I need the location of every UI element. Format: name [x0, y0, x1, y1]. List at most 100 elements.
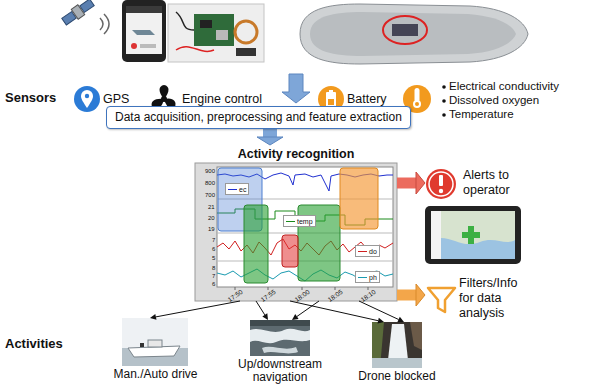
node-text: Man./Auto drive	[107, 368, 204, 381]
phone-picture	[131, 43, 137, 49]
tablet-picture	[462, 226, 480, 244]
flow-arrow	[257, 129, 283, 145]
boat-photo	[128, 346, 180, 357]
funnel-icon	[428, 288, 455, 312]
activity-link	[290, 301, 384, 324]
satellite-icon	[104, 14, 109, 34]
flow-arrow	[257, 137, 283, 145]
propeller-icon	[160, 85, 169, 99]
flow-arrow	[263, 129, 277, 137]
bullet	[442, 85, 446, 89]
axis-tick: 7	[212, 273, 215, 280]
electronics-picture	[168, 4, 264, 62]
series-legend: ec	[225, 183, 249, 195]
rapids-photo	[262, 347, 298, 354]
axis-tick: 700	[205, 192, 215, 199]
thermometer-icon	[415, 88, 420, 102]
time-tick: 18:05	[326, 288, 344, 303]
line-sample	[358, 277, 367, 278]
alert-icon	[426, 169, 456, 199]
node-text: Filters/Info for data analysis	[459, 276, 535, 321]
battery-icon	[329, 90, 333, 92]
rapids-photo	[250, 320, 310, 356]
line-sample	[286, 221, 295, 222]
gps-icon	[74, 86, 100, 112]
flow-arrow	[282, 74, 310, 103]
bullet	[442, 85, 446, 117]
time-series-chart	[195, 163, 397, 301]
gps-icon	[81, 90, 93, 108]
boat-picture	[383, 16, 427, 44]
activity-link	[256, 301, 265, 315]
sensor-label: Battery	[347, 92, 387, 106]
activity-link	[292, 301, 319, 320]
tablet-picture	[425, 206, 521, 264]
axis-tick: 6	[212, 281, 215, 288]
node-text: Up/downstream navigation	[232, 358, 328, 384]
alert-icon	[429, 172, 453, 196]
boat-picture	[310, 12, 516, 56]
output-node: Filters/Info for data analysis	[425, 276, 535, 321]
rapids-photo	[250, 329, 310, 343]
phone-picture	[140, 44, 156, 48]
gps-icon	[85, 94, 89, 98]
phone-picture	[122, 0, 166, 62]
line-sample	[228, 189, 237, 190]
electronics-picture	[194, 14, 234, 46]
battery-icon	[328, 99, 334, 105]
series-name: ph	[369, 273, 377, 282]
phone-picture	[126, 6, 162, 54]
output-node: Alerts to operator	[425, 168, 535, 198]
boat-photo	[122, 318, 188, 366]
node-text: Data acquisition, preprocessing and feat…	[115, 110, 402, 125]
alert-icon	[439, 189, 443, 193]
activity-link	[359, 301, 404, 322]
node-text: Alerts to operator	[463, 168, 535, 198]
axis-tick: 19	[208, 226, 215, 233]
waterfall-photo	[372, 358, 422, 368]
activity-link	[397, 317, 404, 323]
boat-picture	[300, 4, 528, 64]
rapids-photo	[250, 320, 310, 356]
activity-node: Up/downstream navigation	[232, 320, 328, 384]
electronics-picture	[236, 48, 256, 56]
time-tick: 17:55	[259, 288, 277, 303]
thermometer-icon	[415, 102, 419, 106]
sensor-label: GPS	[103, 92, 129, 106]
battery-icon	[326, 92, 336, 107]
satellite-icon	[100, 18, 103, 30]
activity-link	[262, 313, 268, 320]
section-label: Activities	[5, 337, 63, 352]
axis-tick: 6	[212, 246, 215, 253]
phone-picture	[132, 30, 155, 35]
process-box: Data acquisition, preprocessing and feat…	[106, 106, 411, 129]
electronics-picture	[216, 30, 228, 40]
boat-photo	[122, 318, 188, 366]
waterfall-photo	[388, 324, 408, 360]
activity-link	[150, 301, 240, 320]
waterfall-photo	[372, 322, 422, 368]
alert-icon	[439, 175, 443, 186]
bullet	[442, 113, 446, 117]
sensor-item: Temperature	[449, 108, 514, 121]
axis-tick: 20	[208, 215, 215, 222]
activity-link	[256, 301, 268, 320]
axis-tick: 900	[205, 168, 215, 175]
series-legend: ph	[355, 271, 380, 283]
flow-arrow	[416, 172, 425, 194]
series-name: do	[369, 247, 377, 256]
time-series-chart	[282, 235, 298, 267]
time-tick: 18:00	[293, 288, 311, 303]
time-tick: 17:50	[226, 288, 244, 303]
chart-title: Activity recognition	[195, 145, 397, 162]
boat-picture	[300, 4, 528, 64]
activity-link	[156, 301, 240, 317]
series-name: temp	[297, 217, 313, 226]
waterfall-photo	[372, 322, 422, 368]
time-series-chart	[340, 168, 378, 229]
sensor-item: Dissolved oxygen	[449, 94, 539, 107]
waterfall-photo	[410, 322, 422, 350]
bullet	[442, 99, 446, 103]
flow-arrow	[397, 172, 425, 194]
